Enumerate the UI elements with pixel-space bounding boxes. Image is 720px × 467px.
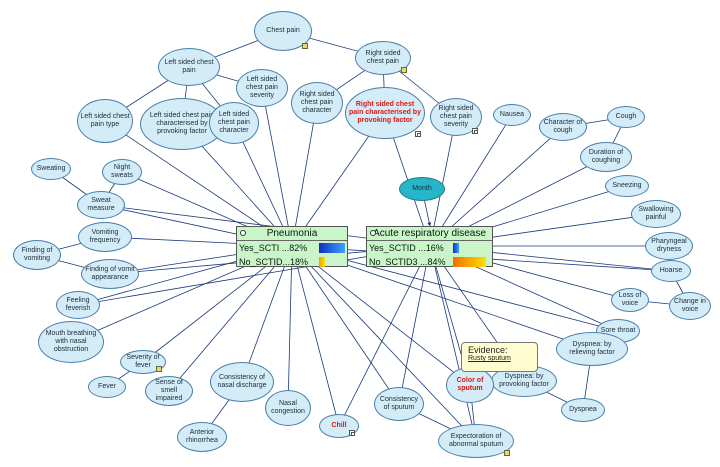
expand-grid-icon[interactable] <box>349 430 355 436</box>
ard-no-bar <box>453 257 486 267</box>
node-pharyngeal[interactable]: Pharyngeal dryness <box>645 232 693 260</box>
edge <box>429 116 458 247</box>
edge <box>241 245 293 383</box>
node-left-type[interactable]: Left sided chest pain type <box>77 99 133 143</box>
edge <box>168 245 293 392</box>
node-sweating[interactable]: Sweating <box>31 158 71 180</box>
pneumonia-yes-label: Yes_SCTI ...82% <box>239 243 308 253</box>
node-dyspnea[interactable]: Dyspnea <box>561 398 605 422</box>
edge <box>338 245 431 427</box>
node-night-sweats[interactable]: Night sweats <box>102 159 142 185</box>
edge <box>260 87 293 247</box>
node-right-character[interactable]: Right sided chest pain character <box>291 82 343 124</box>
edge <box>397 245 431 405</box>
node-cough[interactable]: Cough <box>607 106 645 128</box>
node-sweat-measure[interactable]: Sweat measure <box>77 191 125 219</box>
node-consistency-sputum[interactable]: Consistency of sputum <box>374 387 424 421</box>
node-nausea[interactable]: Nausea <box>493 104 531 126</box>
ard-title: Acute respiratory disease <box>373 228 486 239</box>
evidence-value: Rusty sputum <box>468 355 511 362</box>
evidence-heading: Evidence: <box>468 345 508 355</box>
pneumonia-no-label: No_SCTID...18% <box>239 257 309 267</box>
node-right-provoking[interactable]: Right sided chest pain characterised by … <box>345 87 425 139</box>
node-month[interactable]: Month <box>399 177 445 201</box>
node-sneezing[interactable]: Sneezing <box>605 175 649 197</box>
node-sense-smell[interactable]: Sense of smell impaired <box>145 376 193 406</box>
pneumonia-toggle-icon[interactable] <box>240 230 246 236</box>
node-loss-voice[interactable]: Loss of voice <box>611 288 649 312</box>
ard-toggle-icon[interactable] <box>370 230 376 236</box>
pneumonia-no-row: No_SCTID...18% <box>237 255 347 269</box>
node-left-character[interactable]: Left sided chest pain character <box>209 102 259 144</box>
expand-marker-icon[interactable] <box>156 366 162 372</box>
pneumonia-node[interactable]: Pneumonia Yes_SCTI ...82% No_SCTID...18% <box>236 226 348 267</box>
edge <box>291 245 341 427</box>
node-consistency-nasal[interactable]: Consistency of nasal discharge <box>210 362 274 402</box>
edge <box>429 245 478 442</box>
edge <box>429 114 513 247</box>
pneumonia-yes-row: Yes_SCTI ...82% <box>237 241 347 255</box>
node-left-severity[interactable]: Left sided chest pain severity <box>236 69 288 107</box>
edge <box>291 245 477 442</box>
edge <box>291 102 319 247</box>
pneumonia-title: Pneumonia <box>266 228 318 239</box>
node-anterior-rhinorrhea[interactable]: Anterior rhinorrhea <box>177 422 227 452</box>
node-left-chest[interactable]: Left sided chest pain <box>158 48 220 86</box>
expand-marker-icon[interactable] <box>504 450 510 456</box>
node-right-chest[interactable]: Right sided chest pain <box>355 41 411 75</box>
ard-no-label: No_SCTID3 ...84% <box>369 257 446 267</box>
node-hoarse[interactable]: Hoarse <box>651 260 691 282</box>
node-feeling-feverish[interactable]: Feeling feverish <box>56 291 100 319</box>
expand-grid-icon[interactable] <box>415 131 421 137</box>
node-finding-vomiting[interactable]: Finding of vomiting <box>13 240 61 270</box>
node-duration-cough[interactable]: Duration of coughing <box>580 142 632 172</box>
node-fever[interactable]: Fever <box>88 376 126 398</box>
node-color-sputum[interactable]: Color of sputum <box>446 367 494 403</box>
edge <box>286 245 293 409</box>
edge <box>291 245 400 405</box>
pneumonia-no-bar <box>319 257 325 267</box>
node-vomit-appearance[interactable]: Finding of vomit appearance <box>81 259 139 289</box>
node-severity-fever[interactable]: Severity of fever <box>120 350 166 374</box>
pneumonia-yes-bar <box>319 243 345 253</box>
expand-marker-icon[interactable] <box>401 67 407 73</box>
edge <box>233 122 293 247</box>
node-mouth-breathing[interactable]: Mouth breathing with nasal obstruction <box>38 321 104 363</box>
ard-yes-label: Yes_SCTID ...16% <box>369 243 444 253</box>
node-change-voice[interactable]: Change in voice <box>669 292 711 320</box>
acute-respiratory-disease-node[interactable]: Acute respiratory disease Yes_SCTID ...1… <box>366 226 493 267</box>
ard-yes-row: Yes_SCTID ...16% <box>367 241 492 255</box>
node-dyspnea-relieving[interactable]: Dyspnea: by relieving factor <box>556 332 628 366</box>
expand-marker-icon[interactable] <box>302 43 308 49</box>
edge <box>291 245 471 386</box>
node-swallowing[interactable]: Swallowing painful <box>631 200 681 228</box>
ard-yes-bar <box>453 243 459 253</box>
expand-grid-icon[interactable] <box>472 128 478 134</box>
node-vomiting-freq[interactable]: Vomiting frequency <box>78 222 132 252</box>
node-expectoration[interactable]: Expectoration of abnormal sputum <box>438 424 514 458</box>
node-character-cough[interactable]: Character of cough <box>539 113 587 141</box>
evidence-tooltip: Evidence: Rusty sputum <box>461 342 538 372</box>
node-nasal-congestion[interactable]: Nasal congestion <box>265 390 311 426</box>
ard-no-row: No_SCTID3 ...84% <box>367 255 492 269</box>
